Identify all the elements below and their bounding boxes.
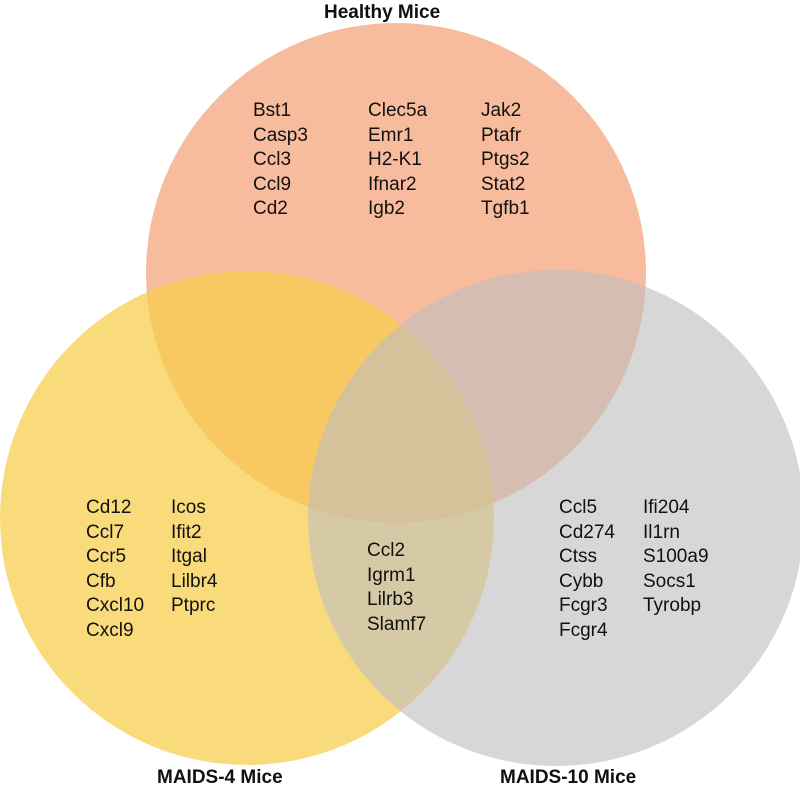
gene-label: Ctss <box>559 546 597 567</box>
gene-label: Bst1 <box>253 100 292 121</box>
gene-label: Ccl3 <box>253 149 292 170</box>
gene-label: Icos <box>171 497 206 518</box>
gene-label: Tyrobp <box>643 595 702 616</box>
gene-label: Cd274 <box>559 521 615 543</box>
gene-label: H2-K1 <box>368 149 422 170</box>
gene-label: Stat2 <box>481 173 526 195</box>
gene-label: Cybb <box>559 570 604 592</box>
gene-label: Il1rn <box>643 521 680 543</box>
gene-label: Jak2 <box>481 100 522 121</box>
gene-label: Emr1 <box>368 124 414 146</box>
gene-label: Casp3 <box>253 124 308 146</box>
gene-label: Fcgr4 <box>559 619 608 641</box>
gene-label: Ptafr <box>481 124 522 146</box>
gene-label: Ifit2 <box>171 521 202 543</box>
gene-label: Ptprc <box>171 595 216 616</box>
gene-label: Igb2 <box>368 198 405 219</box>
gene-label: Slamf7 <box>367 613 427 635</box>
gene-label: Cxcl10 <box>86 595 145 616</box>
maids10-mice-label: MAIDS-10 Mice <box>500 767 637 788</box>
gene-label: S100a9 <box>643 546 709 567</box>
gene-label: Cd2 <box>253 198 288 219</box>
gene-label: Lilrb3 <box>367 589 414 610</box>
gene-label: Ccl9 <box>253 173 292 195</box>
gene-label: Cxcl9 <box>86 619 134 641</box>
maids4-mice-label: MAIDS-4 Mice <box>157 767 283 788</box>
gene-label: Clec5a <box>368 100 428 121</box>
gene-label: Cd12 <box>86 497 132 518</box>
gene-label: Fcgr3 <box>559 595 608 616</box>
gene-label: Igrm1 <box>367 564 416 586</box>
gene-label: Ifi204 <box>643 497 690 518</box>
gene-label: Ccl5 <box>559 497 598 518</box>
gene-label: Tgfb1 <box>481 198 530 219</box>
gene-label: Lilbr4 <box>171 570 218 592</box>
gene-label: Ccl7 <box>86 521 125 543</box>
gene-label: Ptgs2 <box>481 149 530 170</box>
gene-label: Cfb <box>86 570 116 592</box>
gene-label: Ccr5 <box>86 546 127 567</box>
gene-label: Socs1 <box>643 570 696 592</box>
gene-label: Itgal <box>171 546 207 567</box>
gene-label: Ifnar2 <box>368 173 417 195</box>
maids10-mice-circle <box>308 270 800 766</box>
healthy-mice-label: Healthy Mice <box>324 2 441 23</box>
gene-label: Ccl2 <box>367 540 406 561</box>
